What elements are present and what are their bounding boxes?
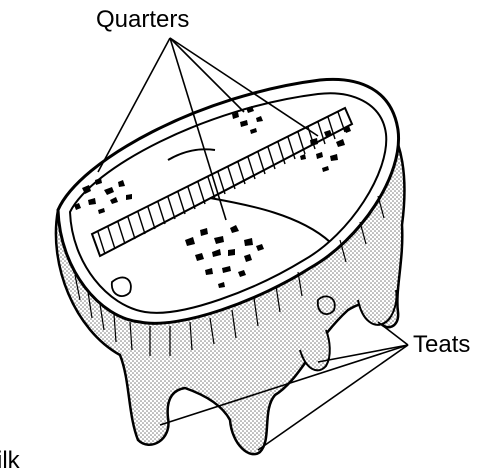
teats-label: Teats xyxy=(413,333,470,357)
cut-off-caption-text: ilk xyxy=(0,449,20,471)
quarters-label: Quarters xyxy=(96,8,189,32)
